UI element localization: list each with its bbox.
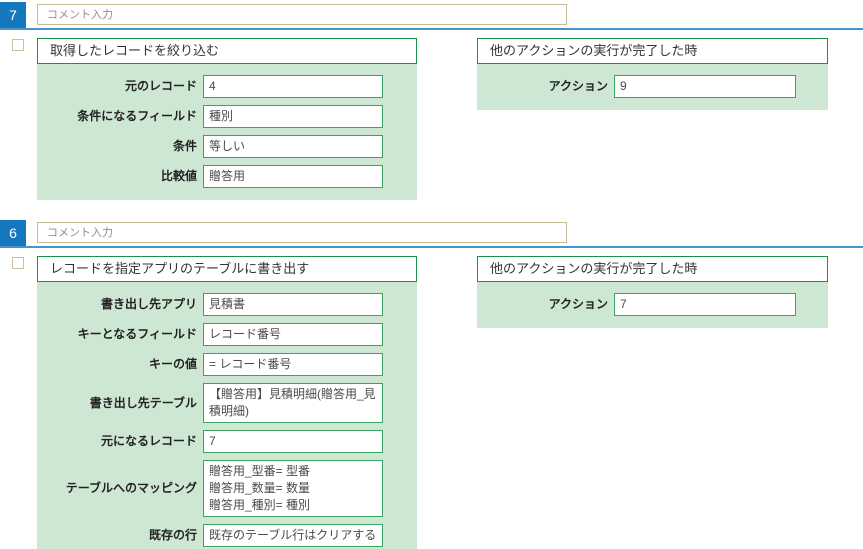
field-value-input[interactable]: 等しい [203,135,383,158]
block-divider [0,28,863,30]
field-value-input[interactable]: 贈答用_型番= 型番 贈答用_数量= 数量 贈答用_種別= 種別 [203,460,383,517]
action-fields: 元のレコード 4 条件になるフィールド 種別 条件 等しい 比較値 贈答用 [37,64,417,200]
action-fields: 書き出し先アプリ 見積書 キーとなるフィールド レコード番号 キーの値 = レコ… [37,282,417,549]
field-label: キーの値 [148,357,197,371]
field-label: 元のレコード [124,79,197,93]
block-checkbox[interactable] [12,39,24,51]
field-value-input[interactable]: 贈答用 [203,165,383,188]
field-value-input[interactable]: 7 [203,430,383,453]
field-label: アクション [548,79,608,93]
action-settings-panel: レコードを指定アプリのテーブルに書き出す 書き出し先アプリ 見積書 キーとなるフ… [37,256,417,549]
field-row: キーの値 = レコード番号 [37,353,417,376]
field-row: 書き出し先アプリ 見積書 [37,293,417,316]
action-number-badge: 7 [0,2,26,28]
field-value-input[interactable]: 種別 [203,105,383,128]
field-row: アクション 9 [477,75,828,98]
trigger-title[interactable]: 他のアクションの実行が完了した時 [477,256,828,282]
field-row: 元になるレコード 7 [37,430,417,453]
trigger-title[interactable]: 他のアクションの実行が完了した時 [477,38,828,64]
field-label: アクション [548,297,608,311]
field-label: 条件になるフィールド [77,109,197,123]
field-label: テーブルへのマッピング [65,481,197,495]
trigger-fields: アクション 7 [477,282,828,328]
field-row: 条件になるフィールド 種別 [37,105,417,128]
block-divider [0,246,863,248]
field-label: 比較値 [160,169,197,183]
action-title[interactable]: レコードを指定アプリのテーブルに書き出す [37,256,417,282]
action-ref-input[interactable]: 9 [614,75,796,98]
action-settings-panel: 取得したレコードを絞り込む 元のレコード 4 条件になるフィールド 種別 条件 … [37,38,417,200]
field-row: 比較値 贈答用 [37,165,417,188]
field-value-input[interactable]: 見積書 [203,293,383,316]
field-value-input[interactable]: 既存のテーブル行はクリアする [203,524,383,547]
field-row: 既存の行 既存のテーブル行はクリアする [37,524,417,547]
field-row: 条件 等しい [37,135,417,158]
field-value-input[interactable]: = レコード番号 [203,353,383,376]
field-value-input[interactable]: レコード番号 [203,323,383,346]
trigger-fields: アクション 9 [477,64,828,110]
field-label: 元になるレコード [100,434,197,448]
field-label: 条件 [172,139,197,153]
field-value-input[interactable]: 【贈答用】見積明細(贈答用_見積明細) [203,383,383,423]
field-row: キーとなるフィールド レコード番号 [37,323,417,346]
action-ref-input[interactable]: 7 [614,293,796,316]
trigger-panel: 他のアクションの実行が完了した時 アクション 9 [477,38,828,110]
field-label: 書き出し先アプリ [100,297,197,311]
comment-input[interactable] [37,222,567,243]
action-title[interactable]: 取得したレコードを絞り込む [37,38,417,64]
field-value-input[interactable]: 4 [203,75,383,98]
block-checkbox[interactable] [12,257,24,269]
field-row: 書き出し先テーブル 【贈答用】見積明細(贈答用_見積明細) [37,383,417,423]
field-row: 元のレコード 4 [37,75,417,98]
field-label: 書き出し先テーブル [89,395,197,410]
trigger-panel: 他のアクションの実行が完了した時 アクション 7 [477,256,828,328]
field-row: アクション 7 [477,293,828,316]
action-number-badge: 6 [0,220,26,246]
comment-input[interactable] [37,4,567,25]
field-label: 既存の行 [148,528,197,542]
field-row: テーブルへのマッピング 贈答用_型番= 型番 贈答用_数量= 数量 贈答用_種別… [37,460,417,517]
field-label: キーとなるフィールド [77,327,197,341]
